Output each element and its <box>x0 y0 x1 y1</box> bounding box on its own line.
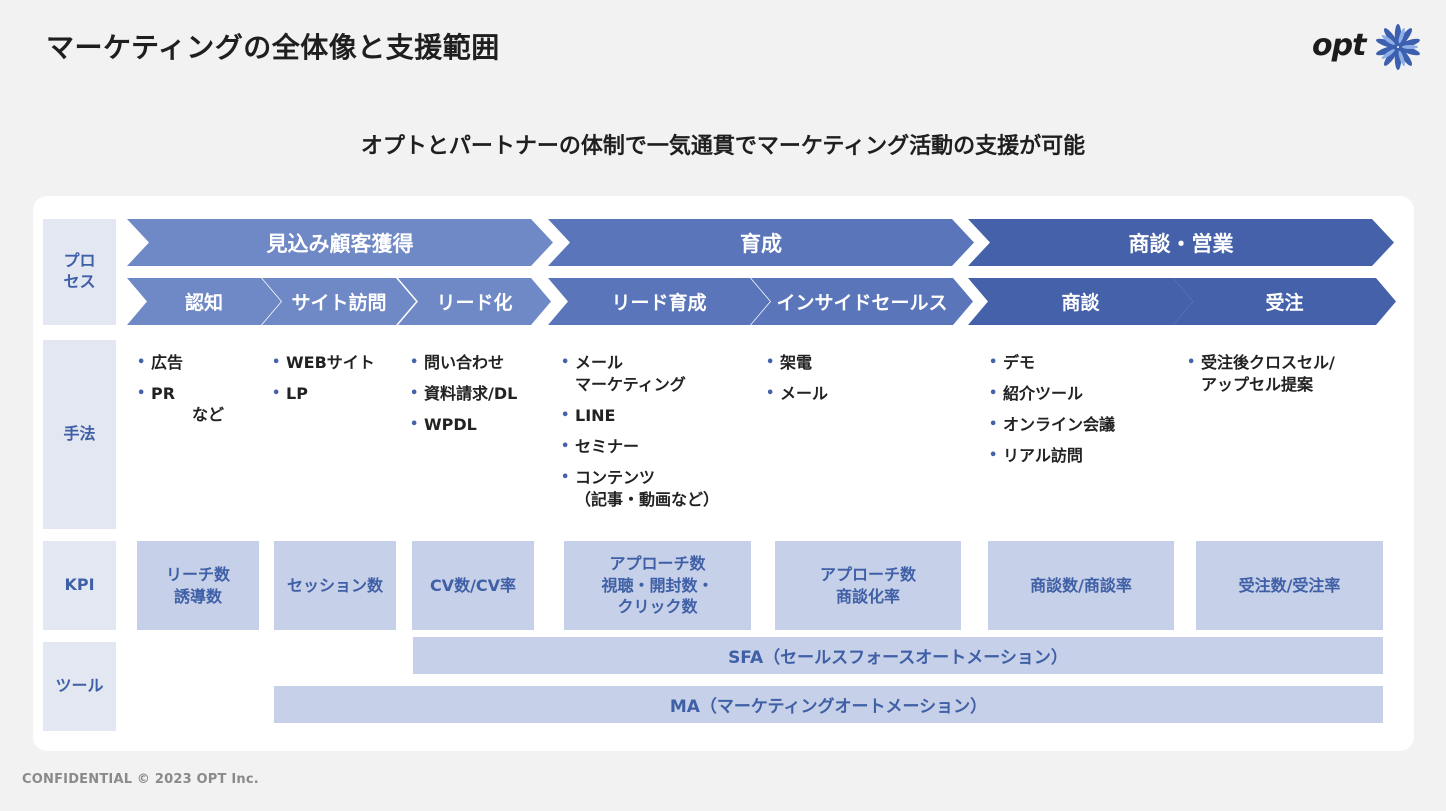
substage-lead-conversion: リード化 <box>398 278 551 325</box>
methods-lead-conversion: 問い合わせ 資料請求/DL WPDL <box>410 352 550 445</box>
substage-negotiation: 商談 <box>968 278 1193 325</box>
row-label-process: プロ セス <box>43 219 116 325</box>
kpi-awareness: リーチ数 誘導数 <box>137 541 259 630</box>
substage-inside-sales: インサイドセールス <box>751 278 973 325</box>
method-item: 問い合わせ <box>410 352 550 374</box>
kpi-lead-nurturing: アプローチ数 視聴・開封数・ クリック数 <box>564 541 751 630</box>
kpi-lead-conversion: CV数/CV率 <box>412 541 534 630</box>
method-item: オンライン会議 <box>989 414 1169 436</box>
logo-wordmark: opt <box>1312 28 1366 63</box>
subtitle: オプトとパートナーの体制で一気通貫でマーケティング活動の支援が可能 <box>360 134 1086 159</box>
method-item: コンテンツ （記事・動画など） <box>561 467 751 511</box>
methods-lead-nurturing: メール マーケティング LINE セミナー コンテンツ （記事・動画など） <box>561 352 751 520</box>
tool-sfa: SFA（セールスフォースオートメーション） <box>413 637 1383 674</box>
kpi-inside-sales: アプローチ数 商談化率 <box>775 541 961 630</box>
tool-ma: MA（マーケティングオートメーション） <box>274 686 1383 723</box>
methods-inside-sales: 架電 メール <box>766 352 946 414</box>
kpi-site-visit: セッション数 <box>274 541 396 630</box>
opt-logo: opt <box>1312 22 1430 72</box>
method-item: セミナー <box>561 436 751 458</box>
substage-order: 受注 <box>1173 278 1396 325</box>
method-item: デモ <box>989 352 1169 374</box>
method-item: リアル訪問 <box>989 445 1169 467</box>
page-title: マーケティングの全体像と支援範囲 <box>46 31 500 64</box>
method-item: 受注後クロスセル/ アップセル提案 <box>1187 352 1387 396</box>
row-label-tool: ツール <box>43 642 116 731</box>
stage-sales: 商談・営業 <box>968 219 1394 266</box>
substage-lead-nurturing: リード育成 <box>548 278 770 325</box>
stage-acquisition: 見込み顧客獲得 <box>127 219 553 266</box>
method-note: など <box>192 405 225 424</box>
method-item: WEBサイト <box>272 352 402 374</box>
kpi-negotiation: 商談数/商談率 <box>988 541 1174 630</box>
substage-site-visit: サイト訪問 <box>262 278 416 325</box>
methods-site-visit: WEBサイト LP <box>272 352 402 414</box>
method-item: メール マーケティング <box>561 352 751 396</box>
method-item: PR <box>137 383 262 405</box>
row-label-method: 手法 <box>43 340 116 529</box>
methods-order: 受注後クロスセル/ アップセル提案 <box>1187 352 1387 405</box>
method-item: メール <box>766 383 946 405</box>
methods-awareness: 広告 PR など <box>137 352 262 425</box>
method-item: 資料請求/DL <box>410 383 550 405</box>
method-item: 紹介ツール <box>989 383 1169 405</box>
method-item: 架電 <box>766 352 946 374</box>
kpi-order: 受注数/受注率 <box>1196 541 1383 630</box>
row-label-kpi: KPI <box>43 541 116 630</box>
method-item: LP <box>272 383 402 405</box>
method-item: WPDL <box>410 414 550 436</box>
footer-copyright: CONFIDENTIAL © 2023 OPT Inc. <box>22 772 259 787</box>
stage-nurturing: 育成 <box>548 219 974 266</box>
methods-negotiation: デモ 紹介ツール オンライン会議 リアル訪問 <box>989 352 1169 476</box>
substage-awareness: 認知 <box>127 278 281 325</box>
flower-icon <box>1376 24 1420 70</box>
method-item: 広告 <box>137 352 262 374</box>
method-item: LINE <box>561 405 751 427</box>
